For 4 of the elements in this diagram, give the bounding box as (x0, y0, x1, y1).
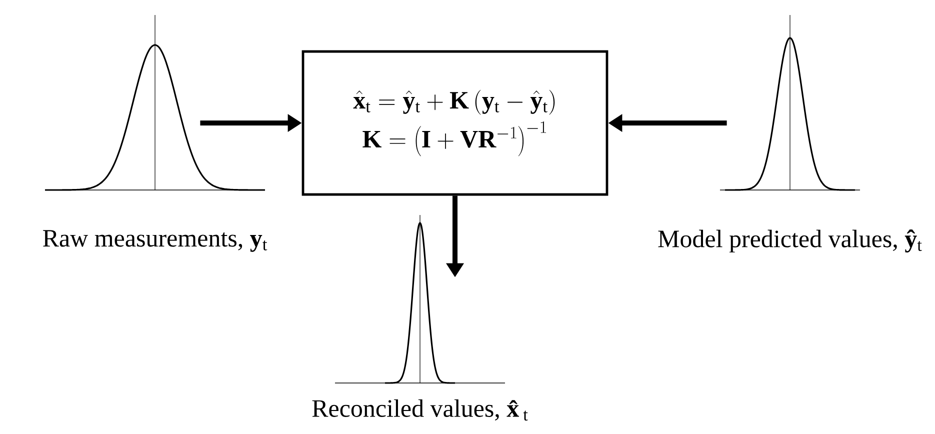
curve-caption: Reconciled values, x̂$_{t}$ (312, 399, 528, 421)
curve-caption: Model predicted values, ŷ$_{t}$ (658, 229, 922, 252)
formula-box: $\hat{\mathbf{x}}_{\mathrm{t}}=\hat{\mathbf{y}}_{\mathrm{t}}+\mathbf{K}\left(\mathbf{y}_{\mathrm{t}}-\hat{\mathbf{y}}_{\mathrm{t}}\right)$ $\mathbf{K}=\left(\mathbf{I}+\mathbf{V}\mathbf{R}^{-1}\right)^{-1}$ (302, 50, 608, 196)
curve-caption: Raw measurements, y$_{t}$ (43, 230, 268, 252)
